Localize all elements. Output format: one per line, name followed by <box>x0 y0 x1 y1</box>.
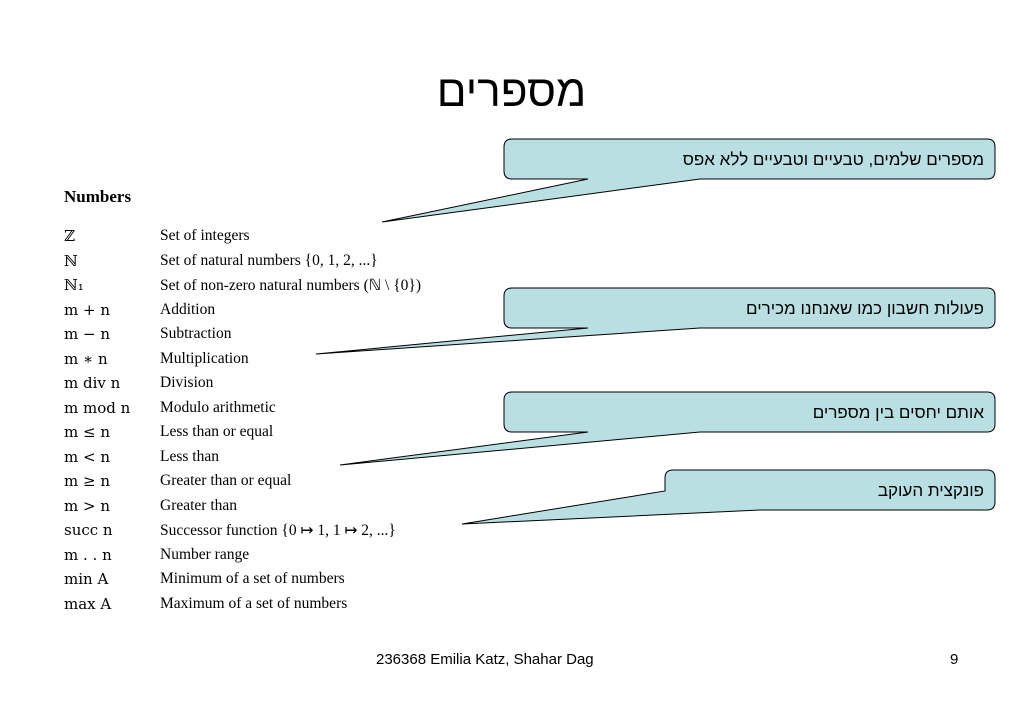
symbol-cell: succ n <box>64 521 113 539</box>
description-cell: Number range <box>160 545 250 563</box>
callout-balloon <box>461 469 996 525</box>
page-number: 9 <box>950 651 959 668</box>
symbol-cell: m > n <box>64 496 110 515</box>
description-cell: Greater than or equal <box>160 472 292 489</box>
callout-balloon <box>339 391 996 466</box>
description-cell: Greater than <box>160 496 238 514</box>
callout-successor: פונקצית העוקב <box>877 481 984 500</box>
callout-integers-naturals: מספרים שלמים, טבעיים וטבעיים ללא אפס <box>682 150 984 169</box>
description-cell: Set of non-zero natural numbers (ℕ \ {0}… <box>160 277 422 294</box>
slide-title: מספרים <box>436 67 587 116</box>
callout-arithmetic: פעולות חשבון כמו שאנחנו מכירים <box>746 299 984 318</box>
description-cell: Maximum of a set of numbers <box>160 594 348 612</box>
symbol-cell: m mod n <box>64 398 131 417</box>
description-cell: Successor function {0 ↦ 1, 1 ↦ 2, ...} <box>160 522 396 539</box>
description-cell: Less than or equal <box>160 423 274 440</box>
symbol-cell: max A <box>64 594 112 613</box>
description-cell: Division <box>160 374 214 391</box>
description-cell: Multiplication <box>160 349 249 367</box>
section-heading: Numbers <box>64 187 132 206</box>
symbol-cell: ℕ <box>64 251 78 270</box>
symbol-cell: m < n <box>64 447 110 466</box>
symbol-cell: m ≥ n <box>64 472 110 490</box>
symbol-cell: ℤ <box>64 227 75 245</box>
description-cell: Set of integers <box>160 227 250 244</box>
symbol-cell: m + n <box>64 300 110 319</box>
callout-balloon <box>315 287 996 355</box>
description-cell: Minimum of a set of numbers <box>160 570 345 587</box>
symbol-cell: ℕ₁ <box>64 276 84 294</box>
description-cell: Less than <box>160 447 219 465</box>
footer-credit: 236368 Emilia Katz, Shahar Dag <box>376 651 594 668</box>
callout-balloon <box>381 138 996 223</box>
symbol-cell: m div n <box>64 374 121 392</box>
description-cell: Addition <box>160 300 216 318</box>
symbol-cell: m ∗ n <box>64 349 108 368</box>
callout-relations: אותם יחסים בין מספרים <box>812 403 984 422</box>
symbol-cell: m . . n <box>64 545 112 564</box>
symbol-cell: min A <box>64 570 109 588</box>
symbol-cell: m − n <box>64 325 110 343</box>
description-cell: Set of natural numbers {0, 1, 2, ...} <box>160 251 378 269</box>
description-cell: Modulo arithmetic <box>160 398 276 416</box>
symbol-cell: m ≤ n <box>64 423 110 441</box>
description-cell: Subtraction <box>160 325 232 342</box>
